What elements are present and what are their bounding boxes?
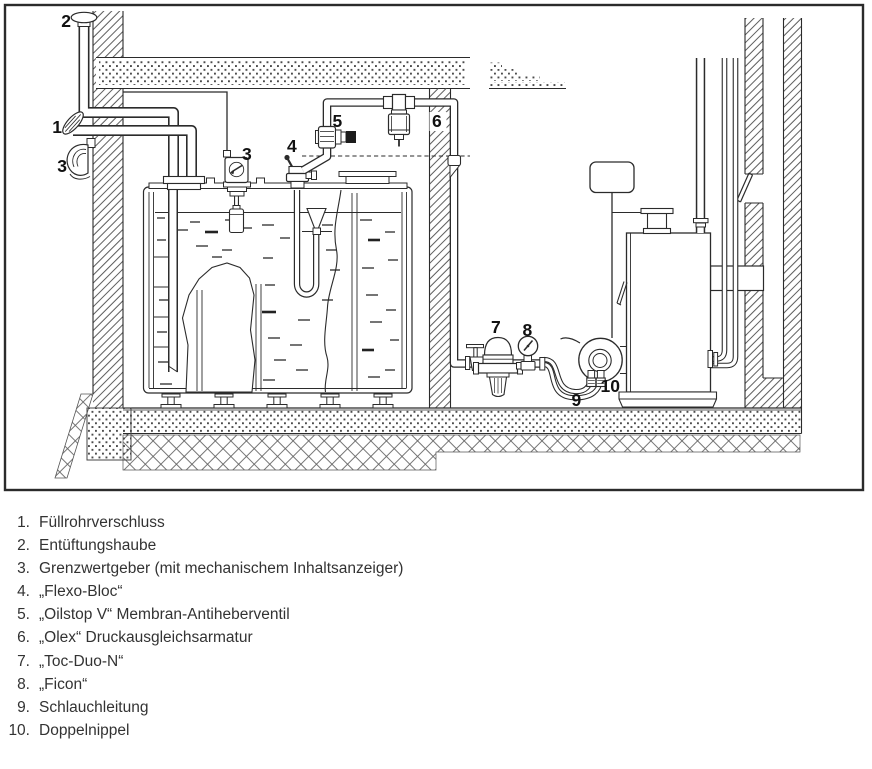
callout-3-gauge: 3 [242,144,252,164]
legend-number: 6. [17,629,30,647]
burner [560,337,627,388]
legend-label: „Olex“ Druckausgleichsarmatur [39,629,253,647]
wall-footing [86,407,132,461]
legend-number: 1. [17,514,30,531]
callout-10: 10 [601,376,621,396]
floor [54,393,802,479]
boiler-base [618,391,718,408]
oilstop-valve [315,125,356,149]
legend-number: 7. [17,652,30,670]
callout-9: 9 [572,390,582,410]
toc-duo-filter [473,336,523,398]
boiler-riser-pipe [693,58,709,233]
legend-label: „Oilstop V“ Membran-Antiheberventil [39,606,290,624]
boiler-top-fitting [640,207,674,235]
callout-2: 2 [61,11,71,31]
chimney-damper-flap [736,172,754,203]
tank-shell [142,186,413,394]
tank-ribs [196,193,358,391]
legend-item: 10. Doppelnippel [0,719,872,742]
legend-item: 4. „Flexo-Bloc“ [0,580,872,603]
gwg-wall-socket [66,138,96,180]
callout-5: 5 [333,111,343,131]
pipe-bracket [447,154,462,179]
legend-number: 10. [8,721,30,739]
gwg-probe [228,195,245,234]
legend-label: „Ficon“ [39,675,88,693]
callout-3-socket: 3 [57,156,67,176]
suction-dip-tube [293,190,320,298]
installation-diagram: 2 1 3 3 4 5 6 7 8 9 10 [3,3,865,492]
olex-armature [382,93,416,147]
legend-item: 7. „Toc-Duo-N“ [0,650,872,673]
control-panel [589,161,643,338]
vent-cap [70,11,98,27]
legend-number: 3. [17,560,30,578]
fill-vent-pipes [73,26,206,191]
legend-item: 5. „Oilstop V“ Membran-Antiheberventil [0,603,872,626]
fill-tube [154,189,178,373]
ceiling-slab [96,56,566,90]
legend-number: 9. [17,698,30,716]
manhole-cover [338,171,397,184]
excavation-slope [54,393,94,479]
callout-1: 1 [52,117,62,137]
cutaway-tear-line [324,189,342,393]
legend-number: 8. [17,675,30,693]
legend-number: 5. [17,606,30,624]
legend-number: 2. [17,537,30,555]
tank-inlet-coupler [162,175,206,185]
legend-label: „Flexo-Bloc“ [39,583,123,601]
callout-7: 7 [491,317,501,337]
tank-supports [160,393,394,409]
level-gauge [223,156,251,197]
legend: 1. Füllrohrverschluss 2. Entüftungshaube 3… [0,502,872,742]
callout-6: 6 [432,111,442,131]
oil-tank [142,171,413,409]
suction-funnel [302,207,332,235]
cutaway-reveal [181,262,256,393]
tank-top-socket [206,177,215,184]
fill-cap [62,111,84,135]
legend-label: Schlauchleitung [39,698,149,716]
ficon-gauge [516,335,546,371]
legend-item: 1. Füllrohrverschluss [0,511,872,534]
legend-item: 9. Schlauchleitung [0,696,872,719]
sight-glass [616,281,628,306]
tank-top-socket [256,177,265,184]
legend-label: Füllrohrverschluss [39,514,165,531]
legend-label: Entüftungshaube [39,537,157,555]
tank-top-rim [148,182,408,189]
legend-label: „Toc-Duo-N“ [39,652,124,670]
heating-pipe-union [707,350,719,368]
legend-item: 2. Entüftungshaube [0,534,872,557]
legend-item: 6. „Olex“ Druckausgleichsarmatur [0,626,872,649]
flexo-bloc [284,154,317,189]
partition-wall [428,88,452,408]
callout-4: 4 [287,136,297,156]
legend-label: Doppelnippel [39,721,130,739]
legend-item: 8. „Ficon“ [0,673,872,696]
boiler [616,232,718,408]
callout-8: 8 [523,320,533,340]
double-nipple [586,370,606,388]
legend-item: 3. Grenzwertgeber (mit mechanischem Inhal… [0,557,872,580]
chimney [736,18,803,434]
legend-label: Grenzwertgeber (mit mechanischem Inhalts… [39,560,404,578]
legend-number: 4. [17,583,30,601]
